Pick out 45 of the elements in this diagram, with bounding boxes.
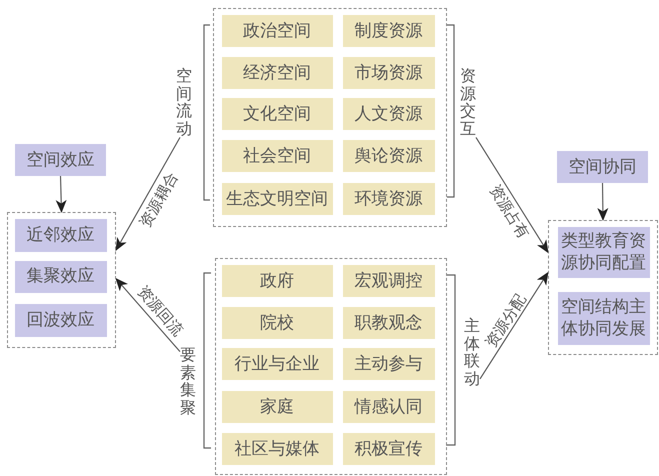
category-box: 舆论资源 [342,140,434,172]
vertical-label: 空间流动 [176,67,192,138]
category-box: 生态文明空间 [222,182,332,214]
category-box: 主动参与 [342,348,434,380]
edge-label: 资源回流 [134,283,186,338]
category-box: 情感认同 [342,390,434,422]
effect-box: 近邻效应 [14,218,106,252]
category-box: 积极宣传 [342,432,434,464]
effect-box: 集聚效应 [14,260,106,292]
category-box: 院校 [222,306,332,338]
category-box: 经济空间 [222,56,332,88]
effect-box: 空间协同 [557,151,648,183]
edge-label: 资源耦合 [138,170,180,230]
edge-label: 资源分配 [484,291,528,350]
arrow [476,137,549,254]
effect-box: 回波效应 [14,304,106,336]
category-box: 人文资源 [342,98,434,130]
edge-label: 资源占有 [486,182,532,242]
vertical-label: 资源交互 [460,67,476,138]
vertical-label: 要素集聚 [180,346,196,416]
category-box: 职教观念 [342,306,434,338]
arrow [597,183,608,221]
category-box: 社会空间 [222,140,332,172]
dashed-frame [7,212,116,348]
category-box: 宏观调控 [342,264,434,296]
category-box: 环境资源 [342,182,434,214]
category-box: 行业与企业 [222,348,332,380]
vertical-label: 主体联动 [464,317,480,388]
outcome-box: 类型教育资源协同配置 [558,226,650,278]
dashed-frame [213,8,447,227]
arrow [116,137,180,251]
dashed-frame [215,258,447,475]
category-box: 政府 [222,264,332,296]
effect-box: 空间效应 [15,144,106,176]
category-box: 制度资源 [342,14,434,46]
category-box: 政治空间 [222,14,332,46]
category-box: 社区与媒体 [222,432,332,464]
category-box: 文化空间 [222,98,332,130]
arrow [115,278,180,352]
arrow [56,176,67,213]
dashed-frame [548,220,658,355]
arrow [480,272,549,380]
category-box: 市场资源 [342,56,434,88]
category-box: 家庭 [222,390,332,422]
outcome-box: 空间结构主体协同发展 [558,292,650,344]
